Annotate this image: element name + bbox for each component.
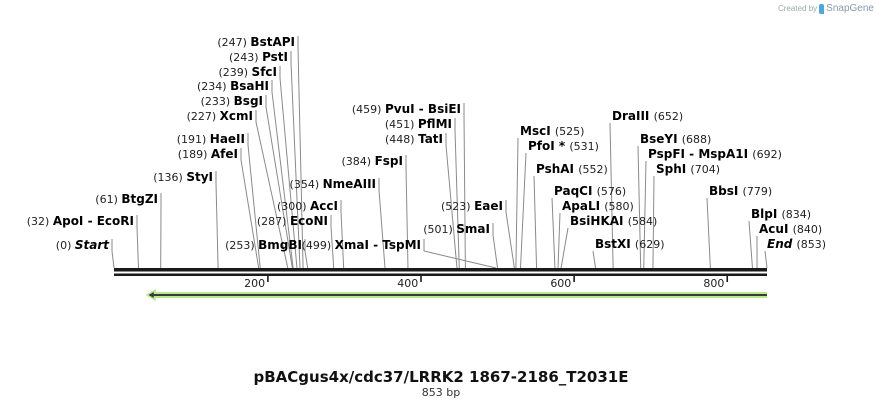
site-bseyi[interactable]: BseYI (688): [640, 132, 711, 146]
svg-text:(300) AccI: (300) AccI: [277, 199, 338, 213]
svg-text:800: 800: [703, 277, 724, 290]
site-eaei[interactable]: (523) EaeI: [441, 199, 503, 213]
site-styi[interactable]: (136) StyI: [153, 170, 213, 184]
site-xmai-tspmi[interactable]: (499) XmaI - TspMI: [302, 238, 421, 252]
svg-text:BstXI (629): BstXI (629): [595, 237, 665, 251]
site-smai[interactable]: (501) SmaI: [423, 222, 490, 236]
site-bsahi[interactable]: (234) BsaHI: [197, 79, 269, 93]
svg-text:AcuI (840): AcuI (840): [759, 222, 822, 236]
svg-text:(451) PflMI: (451) PflMI: [385, 117, 452, 131]
site-apali[interactable]: ApaLI (580): [562, 199, 634, 213]
site-acui[interactable]: AcuI (840): [759, 222, 822, 236]
site-labels: (0) Start (32) ApoI - EcoRI (61) BtgZI (136…: [27, 35, 826, 252]
site-sfci[interactable]: (239) SfcI: [218, 65, 277, 79]
site-sphi[interactable]: SphI (704): [656, 162, 720, 176]
svg-text:PspFI - MspA1I (692): PspFI - MspA1I (692): [648, 147, 782, 161]
svg-text:PaqCI (576): PaqCI (576): [554, 184, 626, 198]
svg-text:(191) HaeII: (191) HaeII: [177, 132, 245, 146]
svg-text:(501) SmaI: (501) SmaI: [423, 222, 490, 236]
site-paqci[interactable]: PaqCI (576): [554, 184, 626, 198]
site-leader-lines: [111, 36, 768, 269]
svg-text:(61) BtgZI: (61) BtgZI: [95, 192, 158, 206]
feature-arrow[interactable]: [145, 289, 767, 301]
site-pshai[interactable]: PshAI (552): [536, 162, 608, 176]
site-draiii[interactable]: DraIII (652): [612, 109, 683, 123]
svg-text:(384) FspI: (384) FspI: [342, 154, 403, 168]
svg-text:PfoI * (531): PfoI * (531): [528, 139, 599, 153]
svg-text:(243) PstI: (243) PstI: [229, 50, 288, 64]
site-msci[interactable]: MscI (525): [520, 124, 584, 138]
site-fspi[interactable]: (384) FspI: [342, 154, 403, 168]
svg-text:(0) Start: (0) Start: [56, 238, 110, 252]
svg-text:(247) BstAPI: (247) BstAPI: [217, 35, 295, 49]
svg-text:ApaLI (580): ApaLI (580): [562, 199, 634, 213]
svg-text:(459) PvuI - BsiEI: (459) PvuI - BsiEI: [352, 102, 461, 116]
svg-text:(253) BmgBI: (253) BmgBI: [225, 238, 302, 252]
snapgene-credit: Created by SnapGene: [778, 3, 874, 14]
svg-text:(189) AfeI: (189) AfeI: [178, 147, 238, 161]
site-bmgbi[interactable]: (253) BmgBI: [225, 238, 302, 252]
site-pfoi-[interactable]: PfoI * (531): [528, 139, 599, 153]
svg-text:DraIII (652): DraIII (652): [612, 109, 683, 123]
site-start[interactable]: (0) Start: [56, 238, 110, 252]
svg-text:(499) XmaI - TspMI: (499) XmaI - TspMI: [302, 238, 421, 252]
snapgene-logo-icon: [819, 3, 825, 14]
site-pspfi-mspa1i[interactable]: PspFI - MspA1I (692): [648, 147, 782, 161]
svg-text:BbsI (779): BbsI (779): [709, 184, 772, 198]
ruler: 200 400 600 800: [244, 276, 729, 290]
svg-text:400: 400: [397, 277, 418, 290]
svg-text:200: 200: [244, 277, 265, 290]
map-title: pBACgus4x/cdc37/LRRK2 1867-2186_T2031E: [253, 368, 629, 386]
site-pvui-bsiei[interactable]: (459) PvuI - BsiEI: [352, 102, 461, 116]
site-pflmi[interactable]: (451) PflMI: [385, 117, 452, 131]
site-bsihkai[interactable]: BsiHKAI (584): [570, 214, 657, 228]
svg-text:End (853): End (853): [767, 237, 826, 251]
site-tati[interactable]: (448) TatI: [385, 132, 443, 146]
svg-text:(32) ApoI - EcoRI: (32) ApoI - EcoRI: [27, 214, 134, 228]
site-econi[interactable]: (287) EcoNI: [257, 214, 328, 228]
svg-text:(227) XcmI: (227) XcmI: [187, 109, 253, 123]
site-bsgi[interactable]: (233) BsgI: [201, 94, 263, 108]
credit-brand: SnapGene: [826, 3, 874, 14]
site-acci[interactable]: (300) AccI: [277, 199, 338, 213]
site-bbsi[interactable]: BbsI (779): [709, 184, 772, 198]
svg-text:SphI (704): SphI (704): [656, 162, 720, 176]
svg-text:(448) TatI: (448) TatI: [385, 132, 443, 146]
svg-text:(287) EcoNI: (287) EcoNI: [257, 214, 328, 228]
svg-text:BsiHKAI (584): BsiHKAI (584): [570, 214, 657, 228]
svg-text:BseYI (688): BseYI (688): [640, 132, 711, 146]
site-haeii[interactable]: (191) HaeII: [177, 132, 245, 146]
site-bstapi[interactable]: (247) BstAPI: [217, 35, 295, 49]
backbone: [114, 268, 767, 276]
site-psti[interactable]: (243) PstI: [229, 50, 288, 64]
site-afei[interactable]: (189) AfeI: [178, 147, 238, 161]
svg-text:(354) NmeAIII: (354) NmeAIII: [290, 177, 376, 191]
site-btgzi[interactable]: (61) BtgZI: [95, 192, 158, 206]
site-xcmi[interactable]: (227) XcmI: [187, 109, 253, 123]
site-blpi[interactable]: BlpI (834): [751, 207, 811, 221]
credit-prefix: Created by: [778, 4, 818, 13]
svg-text:(233) BsgI: (233) BsgI: [201, 94, 263, 108]
svg-text:(239) SfcI: (239) SfcI: [218, 65, 277, 79]
svg-text:(136) StyI: (136) StyI: [153, 170, 213, 184]
svg-text:MscI (525): MscI (525): [520, 124, 584, 138]
map-length: 853 bp: [421, 386, 461, 399]
svg-text:(234) BsaHI: (234) BsaHI: [197, 79, 269, 93]
site-bstxi[interactable]: BstXI (629): [595, 237, 665, 251]
site-nmeaiii[interactable]: (354) NmeAIII: [290, 177, 376, 191]
svg-text:(523) EaeI: (523) EaeI: [441, 199, 503, 213]
svg-text:BlpI (834): BlpI (834): [751, 207, 811, 221]
site-apoi-ecori[interactable]: (32) ApoI - EcoRI: [27, 214, 134, 228]
svg-text:600: 600: [550, 277, 571, 290]
site-end[interactable]: End (853): [767, 237, 826, 251]
svg-text:PshAI (552): PshAI (552): [536, 162, 608, 176]
